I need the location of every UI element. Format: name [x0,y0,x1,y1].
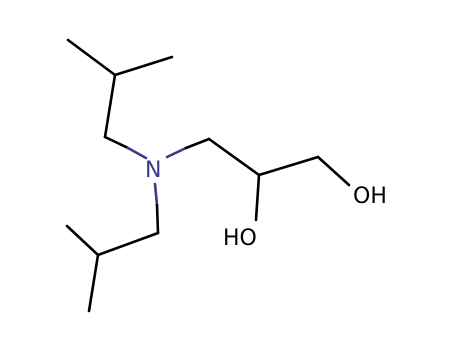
bond-lower-ch-methyl-left [65,224,100,257]
bond-n-lower-ch2-nitrogen [153,182,159,207]
terminal-hydroxyl-label: OH [353,184,387,209]
secondary-hydroxyl-label: HO [223,226,257,251]
bond-lower-ch2-ch [96,231,160,257]
bond-upper-methyl-left [66,38,117,77]
bond-upper-methyl-right [113,55,174,77]
bond-choh-oh [254,173,261,222]
bond-ch2-choh [207,137,261,177]
bond-upper-ch-ch2 [103,73,117,139]
bond-upper-ch2-n-nitrogen [126,146,148,160]
bond-ch2-oh [316,155,351,187]
bond-choh-ch2oh [257,155,320,177]
bond-n-ch2-carbon [184,137,211,150]
bond-upper-ch2-n-carbon [103,135,130,150]
bond-lower-ch-methyl-down [87,253,100,313]
nitrogen-atom-label: N [145,158,161,183]
bond-n-ch2-nitrogen [165,146,188,159]
bond-n-lower-ch2-carbon [155,203,160,235]
